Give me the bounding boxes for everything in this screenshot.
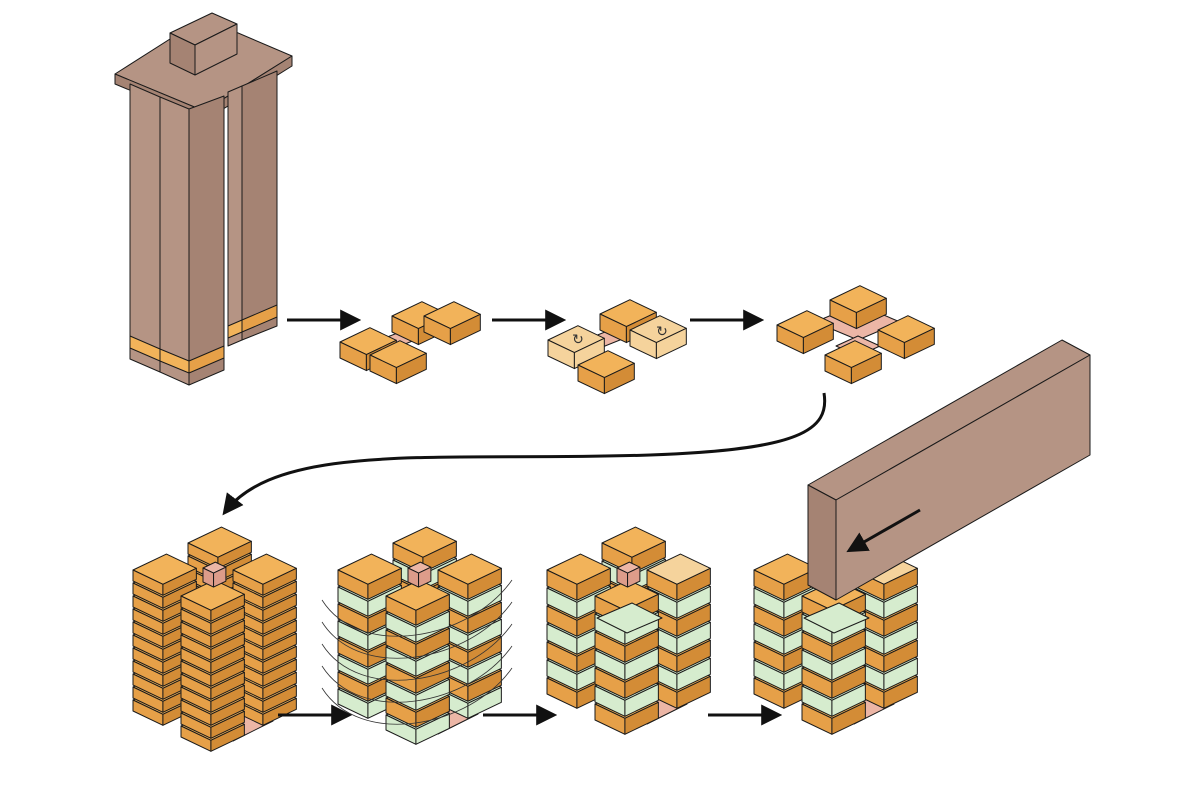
push-arrow bbox=[846, 508, 921, 553]
arrow-curve-icon bbox=[222, 392, 827, 516]
split-plan-diagram bbox=[339, 301, 481, 385]
courtyard-void bbox=[803, 602, 870, 634]
rotate-icon: ↻ bbox=[572, 332, 584, 348]
shift-plan-diagram bbox=[776, 285, 935, 385]
carved-stack-diagram bbox=[546, 526, 711, 735]
twist-curve bbox=[321, 601, 513, 659]
courtyard-void bbox=[596, 602, 663, 634]
twist-curve bbox=[321, 579, 513, 637]
process-arrows bbox=[222, 309, 827, 726]
twisted-stack-diagram bbox=[321, 526, 513, 745]
twist-curve bbox=[321, 645, 513, 703]
rotate-icon: ↻ bbox=[656, 324, 668, 340]
twist-curve bbox=[321, 623, 513, 681]
rotate-plan-diagram: ↻ ↻ bbox=[547, 299, 687, 395]
stacked-tower-diagram bbox=[132, 526, 297, 752]
tower-massing bbox=[114, 12, 293, 386]
adjacent-building-block bbox=[807, 339, 1091, 601]
